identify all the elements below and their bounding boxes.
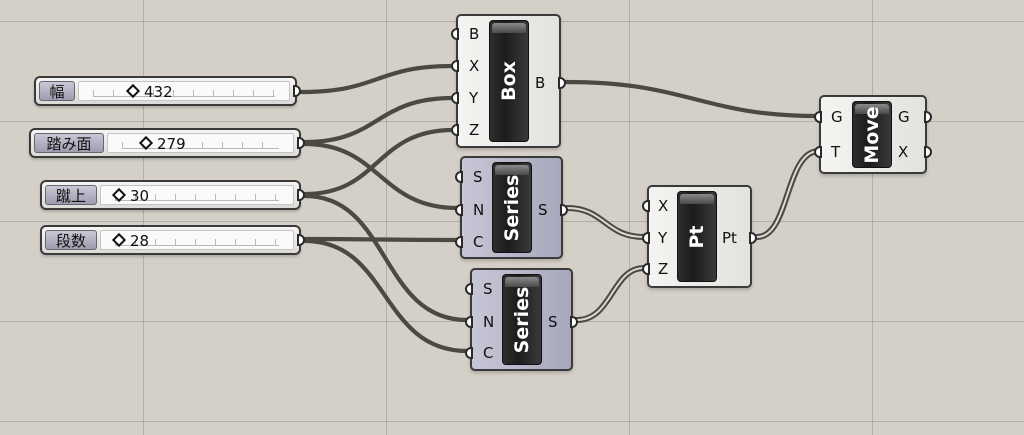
slider-tread[interactable]: 踏み面 279 — [29, 128, 305, 158]
series2-body[interactable]: Series — [502, 274, 542, 365]
pt-component[interactable]: X Y Z Pt Pt — [642, 185, 757, 288]
slider-width-label: 幅 — [39, 81, 75, 101]
pt-input-grip-x[interactable] — [642, 200, 650, 212]
series2-input-grip-c[interactable] — [465, 347, 473, 359]
series2-output-grip[interactable] — [570, 316, 578, 328]
series1-input-s: S — [473, 168, 483, 186]
pt-input-y: Y — [658, 229, 668, 247]
slider-steps-value: 28 — [130, 232, 150, 250]
wire-steps-to-series2-c — [302, 238, 470, 354]
pt-title: Pt — [686, 224, 708, 249]
move-output-grip-x[interactable] — [924, 146, 932, 158]
series2-input-grip-s[interactable] — [465, 283, 473, 295]
series2-output-s: S — [548, 313, 558, 331]
box-output-grip[interactable] — [558, 77, 566, 89]
box-output-b: B — [535, 74, 546, 92]
pt-body[interactable]: Pt — [677, 191, 717, 282]
wire-box-to-move-g — [563, 79, 822, 119]
slider-steps[interactable]: 段数 28 — [40, 225, 305, 255]
slider-riser-label: 蹴上 — [45, 185, 97, 205]
series2-input-c: C — [483, 344, 494, 362]
series1-title: Series — [501, 174, 523, 241]
wire-tread-to-box-y — [302, 95, 456, 145]
series2-input-s: S — [483, 280, 493, 298]
box-input-grip-x[interactable] — [451, 60, 459, 72]
series1-body[interactable]: Series — [492, 162, 532, 253]
box-input-b: B — [469, 25, 480, 43]
box-title: Box — [498, 61, 520, 101]
series2-input-n: N — [483, 313, 495, 331]
series1-input-grip-n[interactable] — [455, 204, 463, 216]
box-input-x: X — [469, 57, 480, 75]
box-input-z: Z — [469, 121, 480, 139]
slider-width-value: 432 — [144, 83, 173, 101]
slider-steps-output-grip[interactable] — [297, 234, 305, 246]
wire-riser-to-series2-n — [302, 193, 470, 323]
slider-riser-track[interactable] — [100, 185, 294, 205]
wire-riser-to-box-z — [302, 127, 456, 197]
series2-input-grip-n[interactable] — [465, 316, 473, 328]
series1-input-n: N — [473, 201, 485, 219]
series1-input-grip-s[interactable] — [455, 171, 463, 183]
series-component-1[interactable]: S N C Series S — [455, 156, 568, 259]
box-body[interactable]: Box — [489, 20, 529, 142]
slider-steps-label: 段数 — [45, 230, 97, 250]
move-output-x: X — [898, 143, 909, 161]
slider-tread-output-grip[interactable] — [297, 137, 305, 149]
move-output-grip-g[interactable] — [924, 111, 932, 123]
slider-width[interactable]: 幅 432 — [34, 76, 301, 106]
box-input-grip-y[interactable] — [451, 92, 459, 104]
box-input-grip-z[interactable] — [451, 124, 459, 136]
wire-steps-to-series1-c — [302, 236, 460, 243]
slider-tread-track[interactable] — [107, 133, 294, 153]
pt-input-grip-y[interactable] — [642, 232, 650, 244]
pt-input-grip-z[interactable] — [642, 263, 650, 275]
move-component[interactable]: G T Move G X — [814, 95, 932, 174]
slider-tread-label: 踏み面 — [34, 133, 104, 153]
wire-width-to-box-x — [298, 63, 456, 95]
box-component[interactable]: B X Y Z Box B — [451, 14, 566, 148]
move-input-grip-t[interactable] — [814, 146, 822, 158]
slider-tread-value: 279 — [157, 135, 186, 153]
series2-title: Series — [511, 286, 533, 353]
move-input-grip-g[interactable] — [814, 111, 822, 123]
move-input-t: T — [831, 143, 841, 161]
pt-output-pt: Pt — [722, 229, 737, 247]
slider-steps-track[interactable] — [100, 230, 294, 250]
move-title: Move — [861, 105, 883, 164]
series1-input-c: C — [473, 233, 484, 251]
move-input-g: G — [831, 108, 843, 126]
series1-output-s: S — [538, 201, 548, 219]
slider-riser-output-grip[interactable] — [297, 189, 305, 201]
box-input-grip-b[interactable] — [451, 28, 459, 40]
slider-riser-value: 30 — [130, 187, 150, 205]
series1-output-grip[interactable] — [560, 204, 568, 216]
pt-input-z: Z — [658, 260, 669, 278]
slider-width-track[interactable] — [78, 81, 290, 101]
slider-riser[interactable]: 蹴上 30 — [40, 180, 305, 210]
box-input-y: Y — [469, 89, 479, 107]
move-body[interactable]: Move — [852, 101, 892, 168]
pt-input-x: X — [658, 197, 669, 215]
wire-tread-to-series1-n — [302, 141, 460, 211]
pt-output-grip[interactable] — [749, 232, 757, 244]
slider-width-output-grip[interactable] — [293, 85, 301, 97]
series1-input-grip-c[interactable] — [455, 236, 463, 248]
move-output-g: G — [898, 108, 910, 126]
series-component-2[interactable]: S N C Series S — [465, 268, 578, 371]
